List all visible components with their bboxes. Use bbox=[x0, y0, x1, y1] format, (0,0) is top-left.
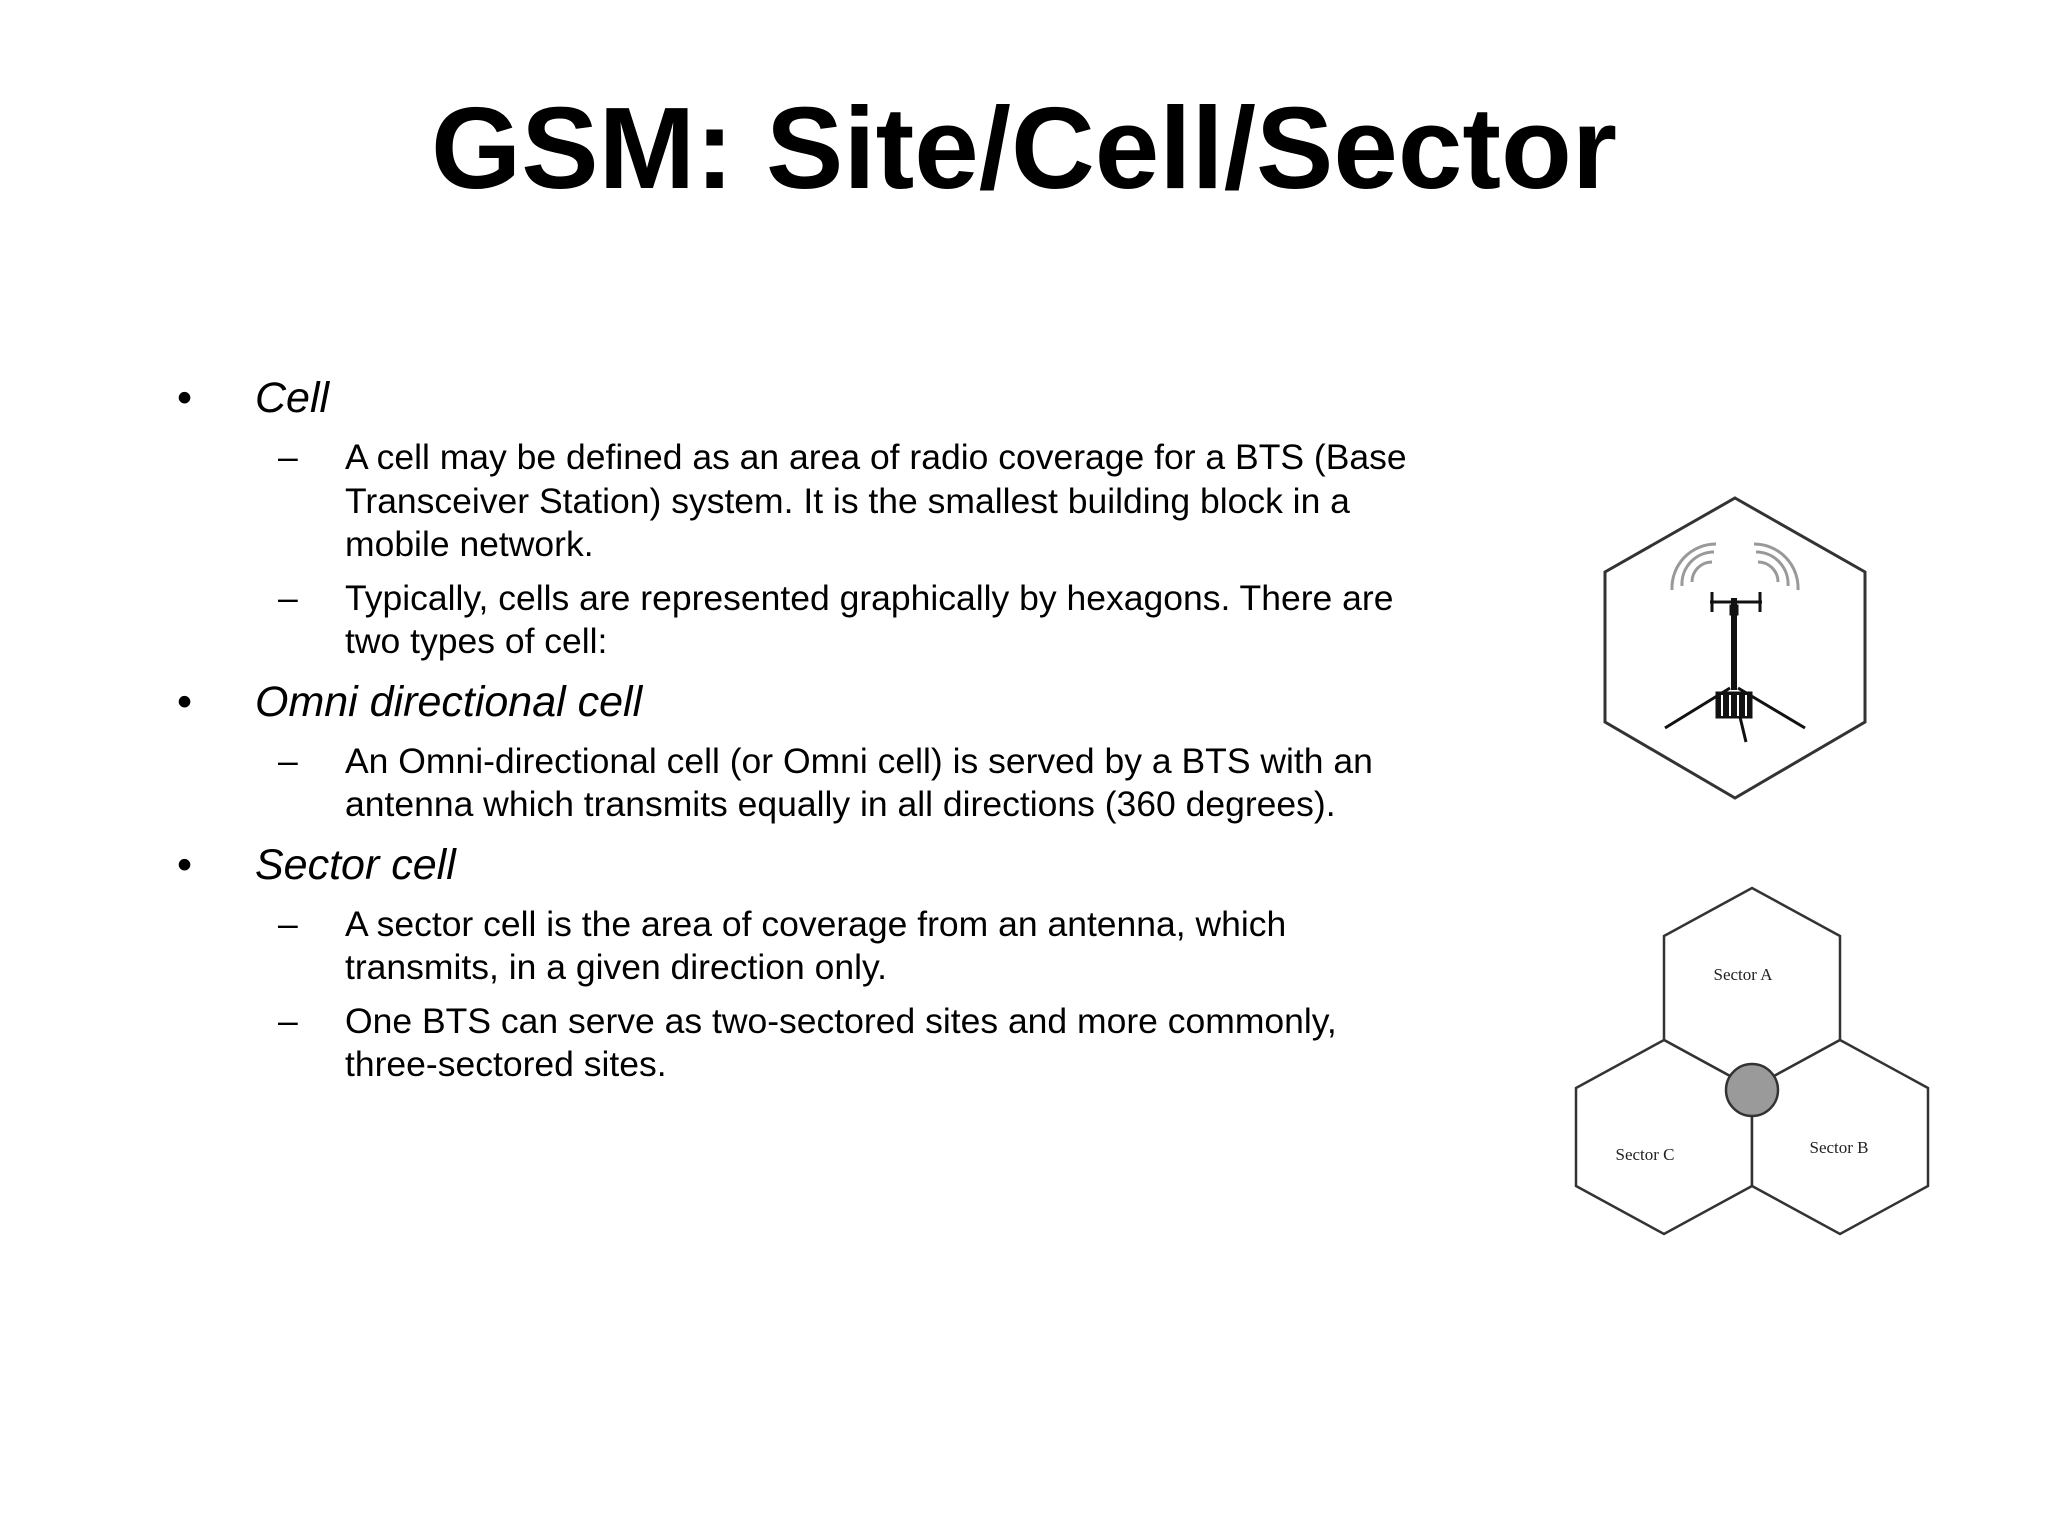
sub-item-text: A cell may be defined as an area of radi… bbox=[345, 437, 1407, 564]
sub-item-text: An Omni-directional cell (or Omni cell) … bbox=[345, 740, 1373, 825]
bullet-item: • Sector cell bbox=[175, 837, 1435, 893]
sub-item-text: Typically, cells are represented graphic… bbox=[345, 577, 1394, 662]
bullet-dot: • bbox=[177, 677, 193, 726]
sub-item: – A sector cell is the area of coverage … bbox=[175, 903, 1435, 990]
bullet-heading: Cell bbox=[255, 374, 330, 422]
sector-cell-hexagons: Sector A Sector B Sector C bbox=[1574, 886, 1930, 1236]
sub-item: – Typically, cells are represented graph… bbox=[175, 577, 1435, 664]
bullet-item: • Cell bbox=[175, 370, 1435, 426]
sub-item-text: A sector cell is the area of coverage fr… bbox=[345, 903, 1287, 988]
sub-item: – An Omni-directional cell (or Omni cell… bbox=[175, 740, 1435, 827]
bts-site-marker bbox=[1724, 1062, 1780, 1118]
sector-a-label: Sector A bbox=[1713, 965, 1773, 984]
bullet-item: • Omni directional cell bbox=[175, 674, 1435, 730]
antenna-tower-icon bbox=[1664, 542, 1806, 743]
sub-item: – One BTS can serve as two-sectored site… bbox=[175, 1000, 1435, 1087]
dash-mark: – bbox=[278, 577, 298, 618]
bullet-heading: Sector cell bbox=[255, 840, 456, 889]
bullet-dot: • bbox=[177, 840, 193, 889]
omni-cell-hexagon bbox=[1603, 496, 1867, 800]
sub-item-text: One BTS can serve as two-sectored sites … bbox=[345, 1000, 1337, 1085]
sector-b-label: Sector B bbox=[1809, 1138, 1868, 1157]
bullet-dot: • bbox=[177, 374, 193, 422]
sector-c-label: Sector C bbox=[1615, 1145, 1674, 1164]
bullet-list: • Cell – A cell may be defined as an are… bbox=[175, 370, 1435, 1087]
dash-mark: – bbox=[278, 1000, 298, 1041]
dash-mark: – bbox=[278, 740, 298, 781]
bullet-heading: Omni directional cell bbox=[255, 677, 643, 726]
dash-mark: – bbox=[278, 903, 298, 944]
slide-title: GSM: Site/Cell/Sector bbox=[430, 83, 1618, 213]
sub-item: – A cell may be defined as an area of ra… bbox=[175, 436, 1435, 567]
dash-mark: – bbox=[278, 437, 298, 477]
omni-cell-figure bbox=[1570, 470, 1900, 830]
sector-cell-figure: Sector A Sector B Sector C bbox=[1540, 870, 1960, 1260]
